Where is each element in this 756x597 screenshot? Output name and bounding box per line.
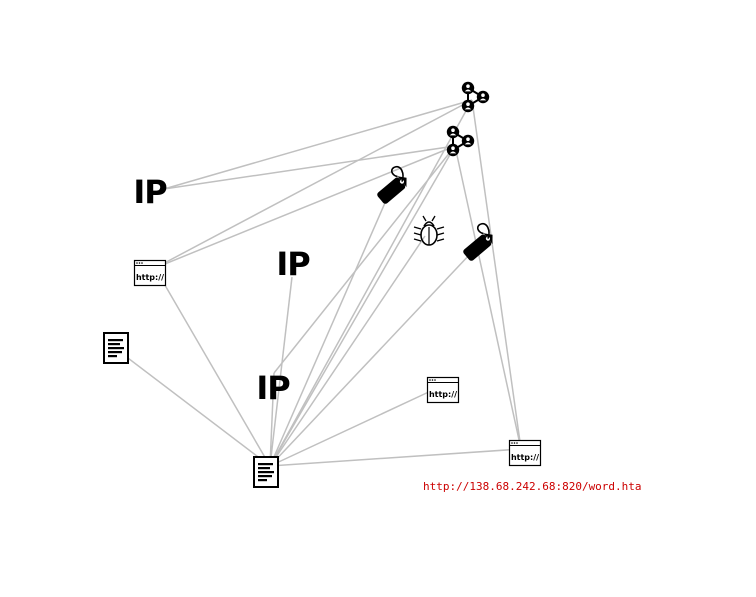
edge-hub1-url1 xyxy=(154,99,473,269)
edge-tag2-doc2 xyxy=(269,251,473,467)
url-icon-url1[interactable]: http:// xyxy=(133,259,167,287)
tag-icon-tag1[interactable] xyxy=(370,165,412,205)
edge-hub1-ip1 xyxy=(163,99,473,190)
svg-text:http://: http:// xyxy=(429,390,457,399)
url-label: http://138.68.242.68:820/word.hta xyxy=(423,480,642,493)
edge-url2-doc2 xyxy=(269,389,434,467)
url-icon-url2[interactable]: http:// xyxy=(426,376,460,404)
edge-ip3-doc2 xyxy=(269,372,275,467)
node-layer: IP IP IP http:// http:// http:// http://138.68… xyxy=(103,81,642,493)
document-icon-doc1[interactable] xyxy=(103,332,129,364)
ip-icon-ip3[interactable]: IP xyxy=(256,369,291,407)
ip-icon-ip1[interactable]: IP xyxy=(133,173,168,211)
svg-text:IP: IP xyxy=(276,245,310,283)
ip-icon-ip2[interactable]: IP xyxy=(276,245,311,283)
svg-text:IP: IP xyxy=(133,173,167,211)
svg-text:http://: http:// xyxy=(136,273,164,282)
bug-icon-bug[interactable] xyxy=(413,215,445,246)
edge-hub2-url3 xyxy=(454,145,522,450)
edge-hub2-url1 xyxy=(154,145,456,269)
network-icon-hub1[interactable] xyxy=(461,81,490,113)
network-icon-hub2[interactable] xyxy=(446,125,475,157)
edge-hub2-ip1 xyxy=(163,145,456,190)
edge-bug-doc2 xyxy=(269,235,426,467)
url-icon-url3[interactable]: http:// xyxy=(508,439,542,467)
edge-url3-doc2 xyxy=(269,448,522,467)
edge-doc1-doc2 xyxy=(123,354,271,467)
edge-url1-doc2 xyxy=(154,267,271,467)
edge-hub2-doc2 xyxy=(269,145,456,467)
svg-text:IP: IP xyxy=(256,369,290,407)
edge-hub1-url3 xyxy=(471,99,522,450)
document-icon-doc2[interactable] xyxy=(253,456,279,488)
svg-text:http://: http:// xyxy=(511,453,539,462)
edge-hub2-ip3 xyxy=(273,145,456,374)
tag-icon-tag2[interactable] xyxy=(456,222,498,262)
edge-tag1-doc2 xyxy=(269,195,389,467)
edge-ip2-doc2 xyxy=(269,276,293,467)
edge-hub1-doc2 xyxy=(269,99,473,467)
edge-layer xyxy=(123,99,522,467)
